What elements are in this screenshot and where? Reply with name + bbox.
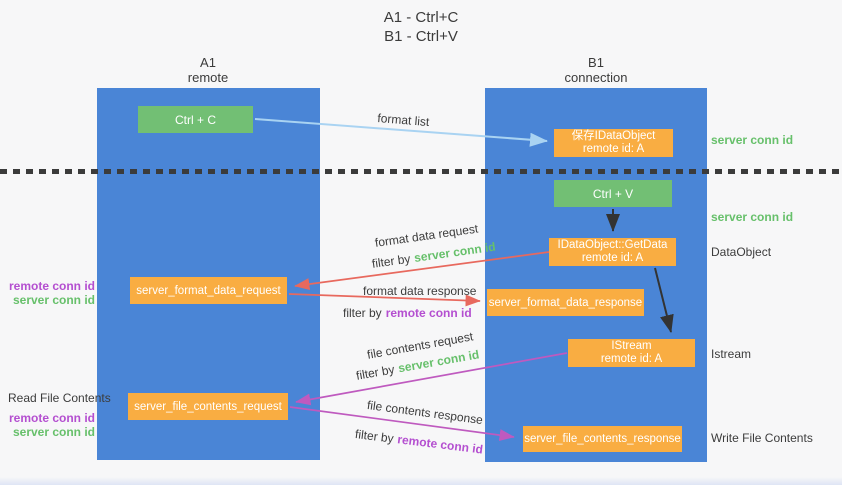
node-istream-line2: remote id: A bbox=[600, 353, 663, 365]
annotation-dataobject: DataObject bbox=[711, 245, 772, 259]
node-ctrl-v: Ctrl + V bbox=[554, 180, 672, 207]
title-line-2: B1 - Ctrl+V bbox=[384, 28, 458, 45]
node-save-idataobject-line1: 保存IDataObject bbox=[571, 129, 656, 142]
node-ctrl-c: Ctrl + C bbox=[138, 106, 253, 133]
annotation-read-file-contents: Read File Contents bbox=[8, 391, 111, 405]
edge-label-format-list: format list bbox=[376, 111, 430, 130]
server-conn-id-text: server conn id bbox=[413, 239, 497, 265]
node-idataobject-getdata: IDataObject::GetData remote id: A bbox=[549, 238, 676, 266]
remote-conn-id-text: remote conn id bbox=[396, 432, 484, 457]
annotation-server-conn-id: server conn id bbox=[12, 293, 95, 307]
lifeline-header-b1: B1 connection bbox=[536, 55, 656, 85]
node-save-idataobject-line2: remote id: A bbox=[582, 143, 645, 155]
filter-by-text: filter by bbox=[343, 306, 382, 320]
node-server-format-data-response: server_format_data_response bbox=[487, 289, 644, 316]
annotation-remote-conn-id: remote conn id bbox=[9, 411, 96, 425]
node-ctrl-c-label: Ctrl + C bbox=[174, 112, 216, 127]
node-server-file-contents-request-label: server_file_contents_request bbox=[134, 400, 282, 413]
lifeline-b1-id: B1 bbox=[588, 55, 604, 70]
filter-by-text: filter by bbox=[355, 362, 396, 383]
filter-by-text: filter by bbox=[371, 251, 412, 271]
annotation-server-conn-id-mid: server conn id bbox=[711, 210, 794, 224]
node-server-format-data-request: server_format_data_request bbox=[130, 277, 287, 304]
node-idataobject-getdata-line1: IDataObject::GetData bbox=[557, 238, 668, 251]
node-istream-line1: IStream bbox=[611, 339, 652, 352]
dotted-separator-line bbox=[0, 169, 842, 174]
edge-label-format-data-response: format data response bbox=[363, 284, 477, 298]
edge-label-file-contents-response: file contents response bbox=[366, 398, 484, 428]
title-line-1: A1 - Ctrl+C bbox=[383, 9, 459, 26]
node-ctrl-v-label: Ctrl + V bbox=[592, 186, 634, 201]
annotation-server-conn-id-top: server conn id bbox=[711, 133, 794, 147]
node-server-file-contents-response-label: server_file_contents_response bbox=[524, 433, 681, 445]
diagram-title: A1 - Ctrl+C B1 - Ctrl+V bbox=[0, 8, 842, 46]
node-server-format-data-request-label: server_format_data_request bbox=[136, 284, 281, 297]
lifeline-b1-role: connection bbox=[564, 70, 628, 85]
lifeline-header-a1: A1 remote bbox=[148, 55, 268, 85]
lifeline-a1-role: remote bbox=[187, 70, 229, 85]
annotation-server-conn-id: server conn id bbox=[12, 425, 95, 439]
node-istream: IStream remote id: A bbox=[568, 339, 695, 367]
annotation-format-conn-ids: remote conn id server conn id bbox=[9, 279, 95, 307]
annotation-write-file-contents: Write File Contents bbox=[711, 431, 813, 445]
annotation-remote-conn-id: remote conn id bbox=[9, 279, 96, 293]
node-server-file-contents-request: server_file_contents_request bbox=[128, 393, 288, 420]
node-server-format-data-response-label: server_format_data_response bbox=[488, 296, 643, 309]
annotation-file-conn-ids: remote conn id server conn id bbox=[9, 411, 95, 439]
remote-conn-id-text: remote conn id bbox=[385, 306, 472, 320]
lifeline-a1-id: A1 bbox=[200, 55, 216, 70]
node-save-idataobject: 保存IDataObject remote id: A bbox=[554, 129, 673, 157]
filter-by-text: filter by bbox=[354, 427, 395, 446]
node-server-file-contents-response: server_file_contents_response bbox=[523, 426, 682, 452]
node-idataobject-getdata-line2: remote id: A bbox=[581, 252, 644, 264]
annotation-istream: Istream bbox=[711, 347, 752, 361]
